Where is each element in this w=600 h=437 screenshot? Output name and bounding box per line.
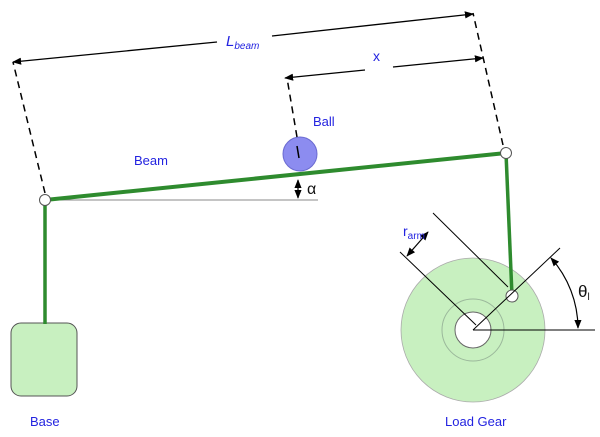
left-pivot [39, 194, 51, 206]
arm-pivot [505, 289, 519, 303]
arm-link [504, 152, 514, 297]
theta-label: θl [578, 282, 590, 303]
lbeam-label: Lbeam [226, 33, 259, 52]
lbeam-extension-left [12, 61, 46, 194]
ball [282, 136, 318, 172]
rarm-arrow [406, 231, 429, 257]
ball-marker [296, 145, 300, 159]
lbeam-arrow-right [271, 11, 474, 37]
alpha-label: α [307, 181, 316, 198]
ball-label: Ball [313, 114, 335, 129]
rarm-extension-bottom [399, 251, 477, 326]
theta-arc [550, 257, 582, 329]
right-pivot [500, 147, 512, 159]
base-block [10, 322, 78, 397]
lbeam-arrow-left [12, 41, 218, 65]
x-extension-ball [286, 77, 298, 138]
load-gear-label: Load Gear [445, 414, 507, 429]
x-arrow-right [392, 55, 484, 68]
beam [44, 151, 507, 202]
rarm-label: rarm [403, 223, 425, 242]
x-arrow-left [284, 69, 366, 81]
x-label: x [373, 48, 380, 64]
rarm-extension-top [432, 212, 509, 288]
lbeam-extension-right [472, 12, 504, 146]
theta-radial-line [472, 247, 561, 331]
beam-label: Beam [134, 153, 168, 168]
base-label: Base [30, 414, 60, 429]
